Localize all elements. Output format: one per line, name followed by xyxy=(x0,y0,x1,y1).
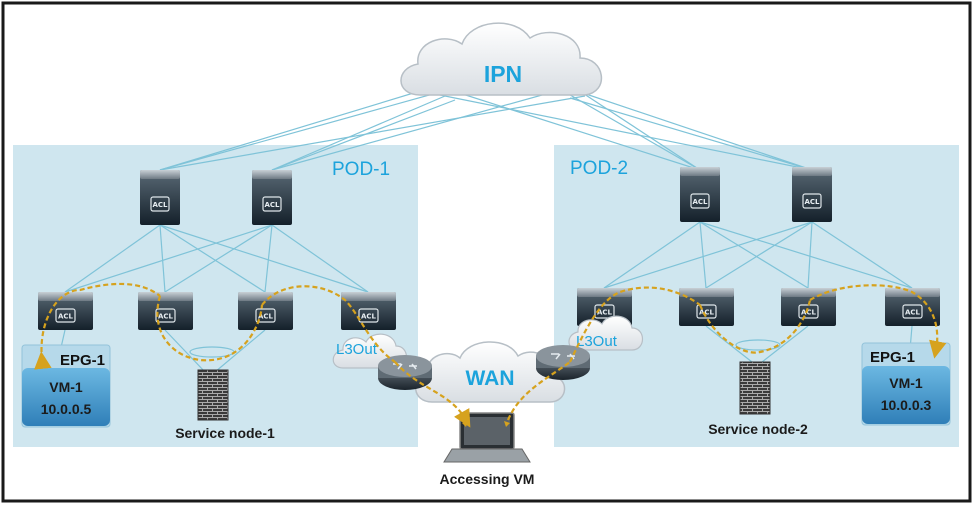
switch-leaf-2-4-icon: ACL xyxy=(885,288,940,326)
switch-spine-2-1-icon: ACL xyxy=(680,167,720,222)
ipn-links xyxy=(159,87,813,171)
svg-text:ACL: ACL xyxy=(264,201,280,209)
svg-text:ACL: ACL xyxy=(361,313,377,321)
arrow-out-icon xyxy=(504,421,510,427)
switch-leaf-1-1-icon: ACL xyxy=(38,292,93,330)
svg-text:ACL: ACL xyxy=(905,309,921,317)
epg-2-label: EPG-1 xyxy=(870,349,915,366)
switch-leaf-1-4-icon: ACL xyxy=(341,292,396,330)
svg-text:ACL: ACL xyxy=(699,309,715,317)
vm-1-ip: 10.0.0.5 xyxy=(41,401,92,417)
service-node-1-label: Service node-1 xyxy=(175,425,275,441)
switch-spine-2-2-icon: ACL xyxy=(792,167,832,222)
epg-1-label: EPG-1 xyxy=(60,352,105,369)
laptop-icon xyxy=(443,412,531,463)
wan-label: WAN xyxy=(466,367,515,390)
vm-2-ip: 10.0.0.3 xyxy=(881,397,932,413)
router-2-icon xyxy=(536,345,590,380)
service-node-2-label: Service node-2 xyxy=(708,421,808,437)
firewall-2-icon xyxy=(739,361,771,415)
pod-2-fabric-links xyxy=(603,221,913,289)
firewall-1-icon xyxy=(197,369,229,421)
vm-2-name: VM-1 xyxy=(889,375,923,391)
svg-text:ACL: ACL xyxy=(158,313,174,321)
ipn-cloud-icon xyxy=(400,22,602,96)
pod-1-fabric-links xyxy=(64,224,369,293)
arrow-in-icon xyxy=(462,421,468,427)
svg-text:ACL: ACL xyxy=(801,309,817,317)
switch-leaf-2-2-icon: ACL xyxy=(679,288,734,326)
svg-text:ACL: ACL xyxy=(692,198,708,206)
switch-leaf-2-3-icon: ACL xyxy=(781,288,836,326)
accessing-vm-label: Accessing VM xyxy=(440,471,535,487)
router-1-icon xyxy=(378,355,432,390)
svg-text:ACL: ACL xyxy=(58,313,74,321)
switch-leaf-1-3-icon: ACL xyxy=(238,292,293,330)
l3out-2-label: L3Out xyxy=(576,333,618,350)
switch-spine-1-1-icon: ACL xyxy=(140,170,180,225)
l3out-1-label: L3Out xyxy=(336,341,378,358)
vm-box-pod-2 xyxy=(861,342,951,426)
switch-leaf-1-2-icon: ACL xyxy=(138,292,193,330)
pod-1-label: POD-1 xyxy=(332,159,390,180)
svg-text:ACL: ACL xyxy=(804,198,820,206)
svg-text:ACL: ACL xyxy=(152,201,168,209)
svg-text:ACL: ACL xyxy=(258,313,274,321)
ipn-label: IPN xyxy=(484,61,522,87)
svg-text:ACL: ACL xyxy=(597,309,613,317)
traffic-paths xyxy=(34,282,947,428)
l3out-cloud-2-icon xyxy=(568,315,644,351)
pod-2-label: POD-2 xyxy=(570,158,628,179)
vm-1-name: VM-1 xyxy=(49,379,83,395)
switch-spine-1-2-icon: ACL xyxy=(252,170,292,225)
